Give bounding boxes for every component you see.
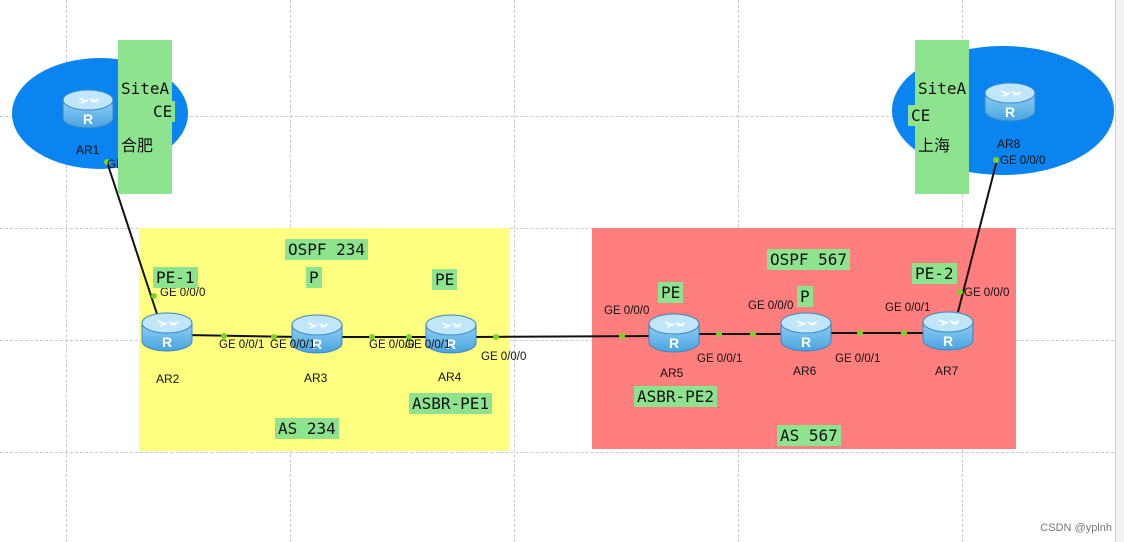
ospf-567-tag: OSPF 567 — [767, 249, 851, 270]
svg-text:R: R — [312, 336, 322, 352]
router-ar7-label: AR7 — [935, 364, 959, 378]
port-label-ar5-g1: GE 0/0/1 — [697, 353, 743, 365]
router-glyph: R — [984, 82, 1036, 122]
router-ar8-icon[interactable]: R — [983, 81, 1037, 123]
router-ar2-label: AR2 — [156, 372, 180, 386]
as-234-tag: AS 234 — [275, 418, 339, 439]
router-glyph: R — [62, 89, 114, 129]
router-ar2-icon[interactable]: R — [140, 311, 194, 353]
router-ar4-label: AR4 — [438, 370, 462, 384]
role-pe1-tag: PE-1 — [153, 267, 198, 288]
port-label-ar3-g0: GE 0/0/1 — [270, 339, 316, 351]
router-ar7-icon[interactable]: R — [921, 310, 975, 352]
port-dot — [957, 289, 963, 295]
grid-line — [66, 0, 67, 542]
port-label-ar6-g1: GE 0/0/1 — [835, 353, 881, 365]
port-label-ar2-g1: GE 0/0/1 — [219, 339, 265, 351]
svg-text:R: R — [446, 336, 456, 352]
port-label-ar7-g1: GE 0/0/1 — [885, 302, 931, 314]
port-label-ar4-g1: GE 0/0/1 — [405, 339, 451, 351]
role-asbr-pe2-tag: ASBR-PE2 — [634, 386, 718, 407]
svg-text:R: R — [801, 334, 811, 350]
svg-text:R: R — [1005, 104, 1015, 120]
watermark: CSDN @yplnh — [1040, 522, 1112, 534]
router-ar3-label: AR3 — [304, 371, 328, 385]
router-ar1-label: AR1 — [76, 143, 100, 157]
ce-right-tag: CE — [908, 105, 934, 126]
port-label-ar3-g1: GE 0/0/0 — [369, 339, 415, 351]
link-ar1-ar2 — [106, 161, 158, 315]
port-dot — [406, 334, 412, 340]
site-hefei-city: 合肥 — [121, 136, 154, 155]
port-dot — [901, 330, 907, 336]
grid-line — [514, 0, 515, 542]
router-ar5-icon[interactable]: R — [647, 312, 701, 354]
site-hefei-name: SiteA — [121, 79, 170, 98]
site-shanghai-city: 上海 — [918, 136, 951, 155]
router-ar6-icon[interactable]: R — [779, 311, 833, 353]
port-label-ar7-g0: GE 0/0/0 — [964, 287, 1010, 299]
router-ar4-icon[interactable]: R — [424, 313, 478, 355]
router-glyph: R — [922, 311, 974, 351]
router-ar8-label: AR8 — [997, 137, 1021, 151]
role-p-right-tag: P — [797, 286, 813, 307]
grid-line — [0, 340, 1124, 341]
grid-line — [0, 116, 1124, 117]
port-dot — [221, 333, 227, 339]
role-pe2-tag: PE-2 — [912, 263, 957, 284]
router-glyph: R — [291, 314, 343, 354]
ospf-234-tag: OSPF 234 — [285, 239, 369, 260]
svg-text:R: R — [83, 111, 93, 127]
router-ar5-label: AR5 — [660, 366, 684, 380]
link-ar7-ar8 — [957, 159, 998, 313]
port-label-ar2-g0: GE 0/0/0 — [160, 287, 206, 299]
router-glyph: R — [780, 312, 832, 352]
port-dot — [493, 334, 499, 340]
as-567-tag: AS 567 — [777, 425, 841, 446]
router-glyph: R — [648, 313, 700, 353]
port-label-ar5-g0: GE 0/0/0 — [604, 305, 650, 317]
link-ar4-ar5 — [473, 335, 654, 338]
ce-left-tag: CE — [150, 101, 176, 122]
grid-line — [0, 228, 1124, 229]
role-p-left-tag: P — [306, 267, 322, 288]
role-pe-left-tag: PE — [432, 269, 458, 290]
port-dot — [857, 330, 863, 336]
port-dot — [716, 331, 722, 337]
router-ar1-icon[interactable]: R — [61, 88, 115, 130]
port-dots — [104, 157, 999, 340]
router-glyph: R — [425, 314, 477, 354]
svg-text:R: R — [943, 333, 953, 349]
router-ar3-icon[interactable]: R — [290, 313, 344, 355]
role-asbr-pe1-tag: ASBR-PE1 — [409, 393, 493, 414]
port-label-ar8-g0: GE 0/0/0 — [1000, 155, 1046, 167]
scrollbar[interactable] — [1115, 0, 1124, 542]
role-pe-right-tag: PE — [658, 282, 684, 303]
port-dot — [271, 334, 277, 340]
port-dot — [104, 159, 110, 165]
port-dot — [369, 334, 375, 340]
grid-line — [0, 452, 1124, 453]
router-ar6-label: AR6 — [793, 364, 817, 378]
port-label-ar6-g0: GE 0/0/0 — [748, 300, 794, 312]
site-shanghai-name: SiteA — [918, 79, 967, 98]
port-dot — [750, 331, 756, 337]
link-ar2-ar3 — [185, 334, 301, 338]
svg-text:R: R — [669, 335, 679, 351]
port-dot — [619, 333, 625, 339]
port-dot — [151, 293, 157, 299]
svg-text:R: R — [162, 334, 172, 350]
port-dot — [993, 157, 999, 163]
router-glyph: R — [141, 312, 193, 352]
port-label-ar4-g0: GE 0/0/0 — [481, 351, 527, 363]
